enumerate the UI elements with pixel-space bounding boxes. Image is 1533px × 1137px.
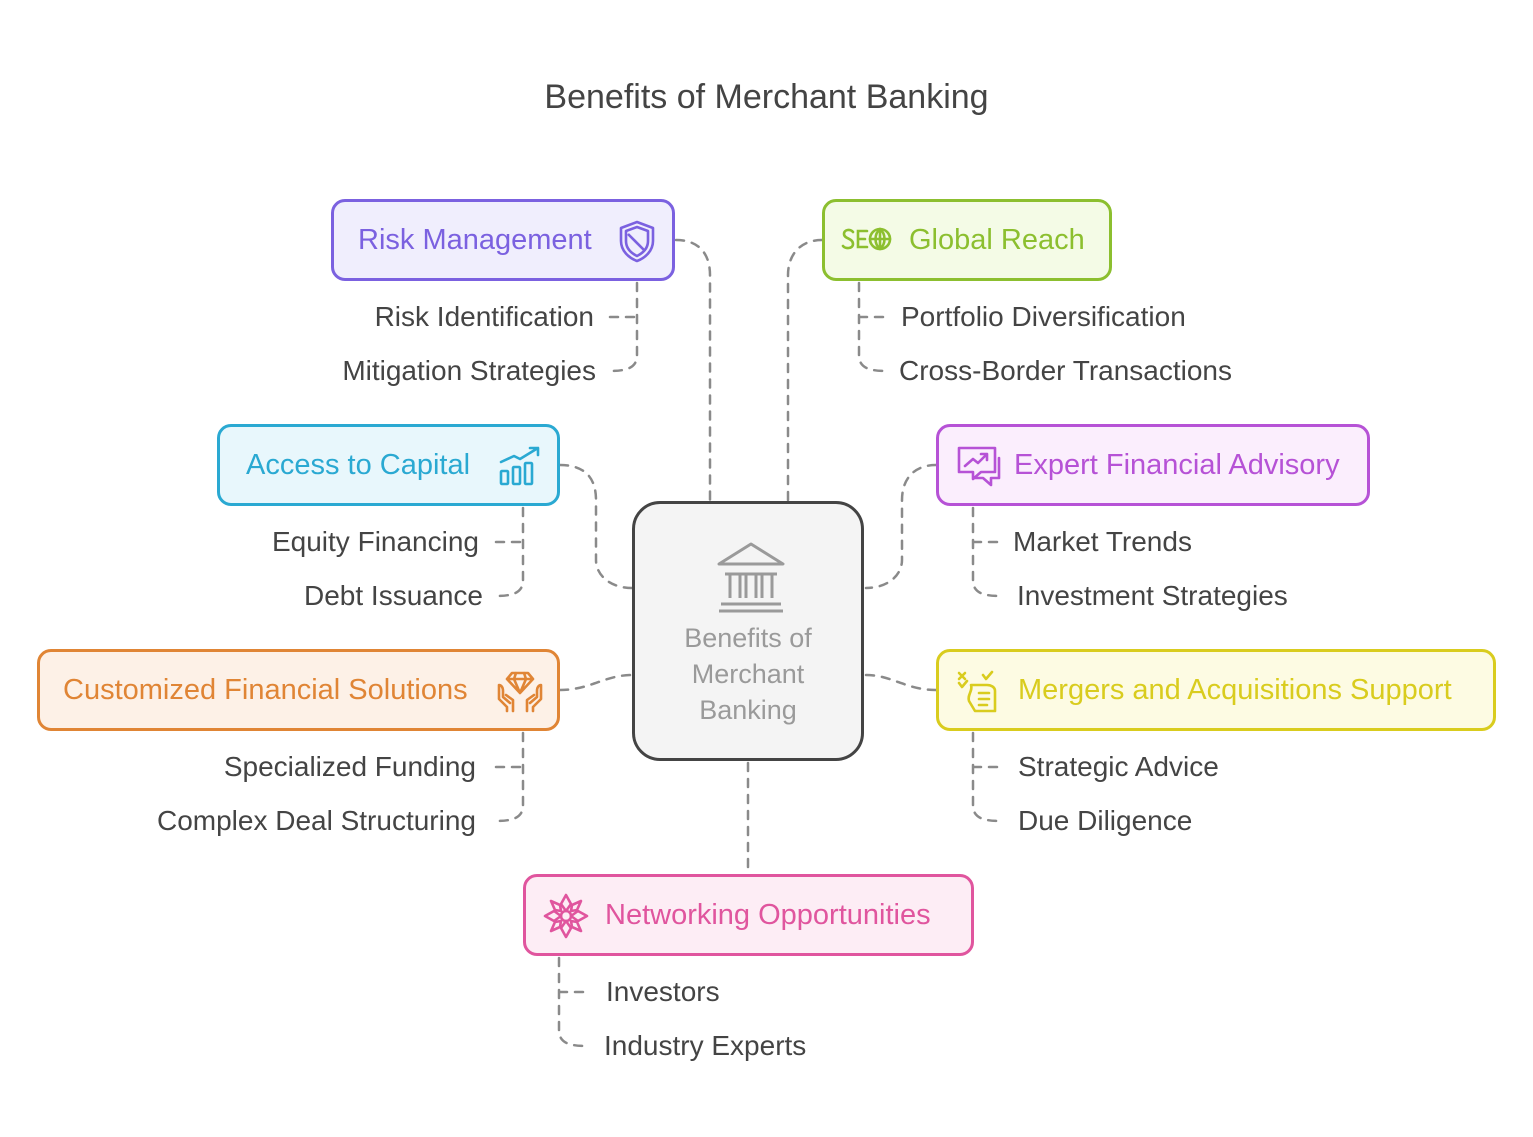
connector-capital-items [494,506,525,598]
connector-network-items [557,956,588,1048]
item-investment-strategies: Investment Strategies [1017,580,1288,611]
node-networking-opportunities: Networking Opportunities [523,874,974,956]
item-cross-border-transactions: Cross-Border Transactions [899,355,1233,386]
node-label: Expert Financial Advisory [1014,449,1340,481]
shield-icon [619,220,655,263]
center-label-line: Banking [699,695,797,725]
item-specialized-funding: Specialized Funding [223,751,476,782]
item-risk-identification: Risk Identification [374,301,594,332]
node-label: Networking Opportunities [605,899,931,931]
connector-risk [674,238,712,502]
node-label: Customized Financial Solutions [63,674,468,706]
connector-mergers-items [971,731,1002,823]
node-label: Global Reach [909,224,1085,256]
connector-risk-items [608,281,639,373]
checklist-icon [957,670,997,713]
node-label: Risk Management [358,224,592,256]
item-due-diligence: Due Diligence [1018,805,1193,836]
node-mergers-acquisitions-support: Mergers and Acquisitions Support [936,649,1496,731]
connector-global [786,238,824,502]
item-complex-deal-structuring: Complex Deal Structuring [156,805,476,836]
center-label-line: Benefits of [684,623,812,653]
node-label: Mergers and Acquisitions Support [1018,674,1452,706]
item-mitigation-strategies: Mitigation Strategies [342,355,596,386]
connector-advisory-items [971,506,1002,598]
connector-mergers [864,673,938,692]
node-access-to-capital: Access to Capital [217,424,560,506]
center-node: Benefits of Merchant Banking [632,501,864,761]
bank-building-icon [717,542,785,613]
item-debt-issuance: Debt Issuance [304,580,483,611]
item-market-trends: Market Trends [1013,526,1192,557]
node-label: Access to Capital [246,449,471,481]
connector-advisory [864,463,938,590]
connector-global-items [857,281,888,373]
seo-globe-icon [841,227,892,251]
growth-chart-icon [499,446,540,486]
hands-gem-icon [497,671,543,713]
connector-custom [558,673,634,692]
node-global-reach: Global Reach [822,199,1112,281]
chat-trend-icon [957,446,1001,487]
item-strategic-advice: Strategic Advice [1018,751,1219,782]
center-label: Benefits of Merchant Banking [635,620,861,728]
item-investors: Investors [606,976,720,1007]
item-portfolio-diversification: Portfolio Diversification [901,301,1186,332]
connector-capital [558,463,634,590]
center-label-line: Merchant [691,659,805,689]
network-star-icon [543,893,589,939]
node-risk-management: Risk Management [331,199,675,281]
diagram-title: Benefits of Merchant Banking [544,78,989,116]
node-expert-financial-advisory: Expert Financial Advisory [936,424,1370,506]
connector-custom-items [494,731,525,823]
item-industry-experts: Industry Experts [604,1030,807,1061]
node-customized-financial-solutions: Customized Financial Solutions [37,649,560,731]
item-equity-financing: Equity Financing [271,526,479,557]
